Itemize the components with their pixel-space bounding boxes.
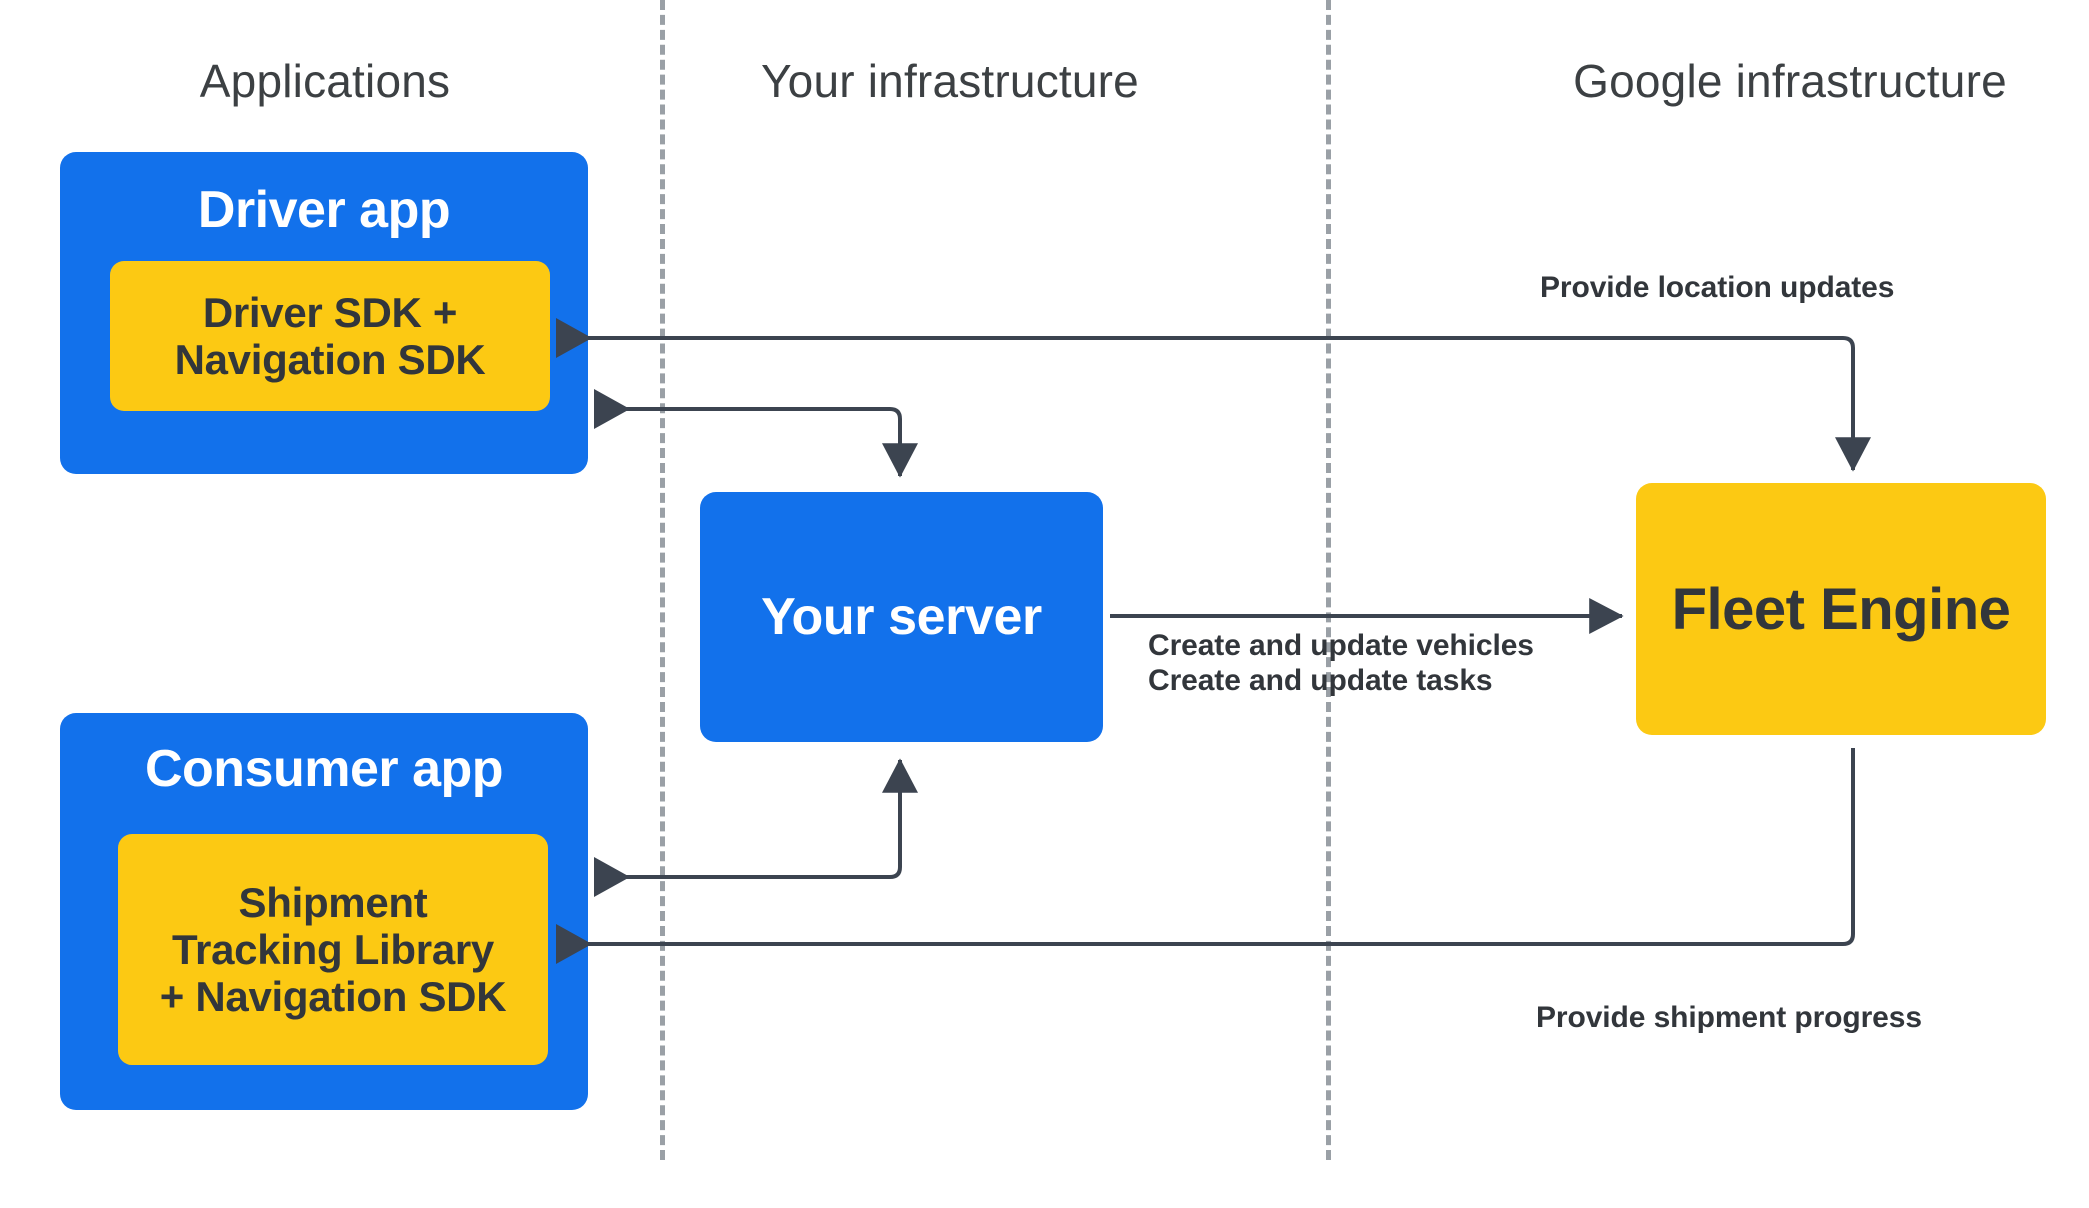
wire-server-driver-app — [594, 389, 918, 478]
wire-location-updates — [556, 318, 1871, 472]
edge-label-create-and-update: Create and update vehicles Create and up… — [1148, 628, 1534, 699]
consumer-sdk-line-2: Tracking Library — [172, 925, 494, 973]
consumer-sdk-line-1: Shipment — [238, 878, 428, 926]
divider-applications-infrastructure — [660, 0, 665, 1160]
fleet-engine-label: Fleet Engine — [1671, 576, 2011, 642]
divider-infrastructure-google — [1326, 0, 1331, 1160]
wire-shipment-progress — [556, 748, 1855, 964]
fleet-engine-box[interactable]: Fleet Engine — [1636, 483, 2046, 735]
column-header-your-infrastructure: Your infrastructure — [761, 55, 1139, 107]
consumer-sdk-label: Shipment Tracking Library + Navigation S… — [154, 879, 512, 1020]
column-header-applications: Applications — [199, 55, 451, 107]
consumer-app-title: Consumer app — [144, 740, 504, 798]
wire-server-consumer-app — [594, 758, 918, 897]
driver-sdk-line-1: Driver SDK + — [202, 288, 458, 336]
consumer-app-box[interactable]: Consumer app Shipment Tracking Library +… — [60, 713, 588, 1110]
your-server-label: Your server — [761, 588, 1042, 646]
consumer-sdk-box[interactable]: Shipment Tracking Library + Navigation S… — [118, 834, 548, 1065]
edge-label-provide-location-updates: Provide location updates — [1540, 271, 1895, 304]
driver-sdk-label: Driver SDK + Navigation SDK — [169, 289, 492, 383]
driver-sdk-box[interactable]: Driver SDK + Navigation SDK — [110, 261, 550, 411]
edge-label-provide-shipment-progress: Provide shipment progress — [1536, 1001, 1922, 1034]
driver-sdk-line-2: Navigation SDK — [174, 336, 486, 383]
edge-label-create-update-tasks: Create and update tasks — [1148, 664, 1493, 698]
driver-app-title: Driver app — [197, 181, 451, 239]
your-server-box[interactable]: Your server — [700, 492, 1103, 742]
column-header-google-infrastructure: Google infrastructure — [1573, 55, 2007, 107]
edge-label-create-update-vehicles: Create and update vehicles — [1148, 629, 1534, 662]
consumer-sdk-line-3: + Navigation SDK — [159, 973, 507, 1021]
driver-app-box[interactable]: Driver app Driver SDK + Navigation SDK — [60, 152, 588, 474]
